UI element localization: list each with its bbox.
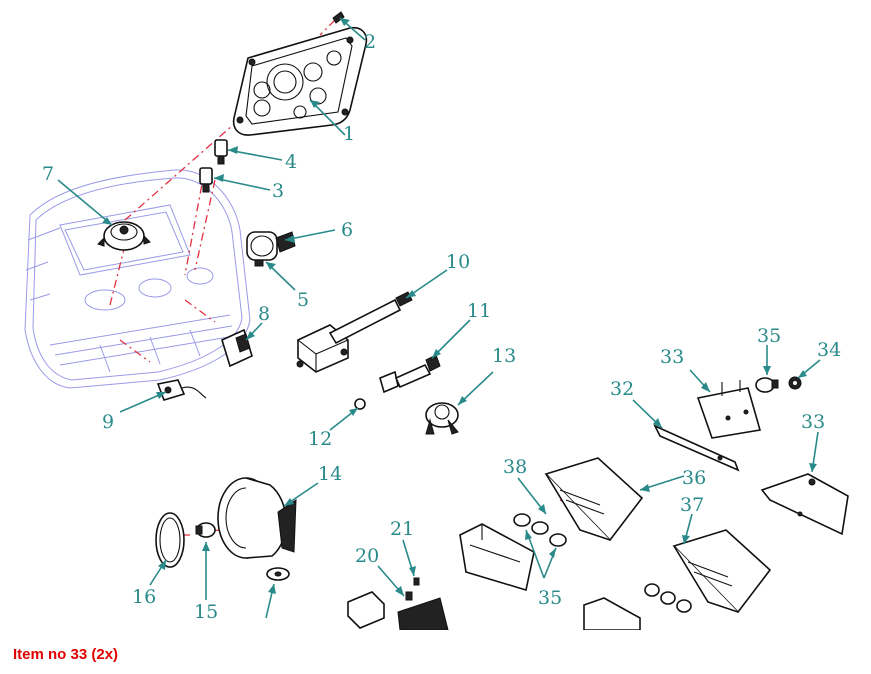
- part-lamp-housing-37: [672, 529, 772, 614]
- callout-38: 38: [503, 456, 527, 478]
- callout-labels: 1 2 3 4 5 6 7 8 9 10 11 12 13 14 15 16 2…: [42, 31, 841, 623]
- part-screw: [332, 11, 345, 24]
- part-bulb-15: [195, 522, 216, 538]
- callout-35-upper: 35: [757, 325, 781, 347]
- callout-8: 8: [258, 303, 270, 325]
- callout-32: 32: [610, 378, 634, 400]
- leader-lines: [57, 17, 821, 619]
- part-sensor-cable: [354, 354, 441, 410]
- callout-14: 14: [318, 463, 342, 485]
- callout-33-lower: 33: [801, 411, 825, 433]
- part-bulbs-lower-right: [644, 583, 692, 613]
- part-lamp-housing-36: [544, 457, 644, 542]
- callout-35-lower: 35: [538, 587, 562, 609]
- callout-12: 12: [308, 428, 332, 450]
- part-lens-ring: [155, 512, 185, 568]
- callout-4: 4: [285, 151, 297, 173]
- part-lamp-bracket-upper: [696, 380, 762, 439]
- callout-3: 3: [272, 180, 284, 202]
- part-lamp-bracket-lower: [760, 473, 849, 536]
- part-bracket-strip: [653, 424, 740, 472]
- callout-7: 7: [42, 163, 54, 185]
- part-switch-block: [347, 577, 449, 630]
- part-connector-9: [156, 379, 207, 401]
- dash-housing: [24, 169, 251, 389]
- callout-16: 16: [132, 586, 156, 608]
- part-lamp-holder: [425, 402, 459, 435]
- callout-5: 5: [297, 289, 309, 311]
- callout-1: 1: [343, 123, 355, 145]
- callout-11: 11: [467, 300, 491, 322]
- part-flasher-relay: [296, 291, 413, 373]
- part-rocker-switch: [221, 328, 253, 368]
- callout-10: 10: [446, 251, 470, 273]
- part-bulbs-38: [513, 513, 567, 547]
- part-bulb-holder-3: [199, 167, 213, 193]
- callout-13: 13: [492, 345, 516, 367]
- part-headlight-body: [217, 477, 297, 559]
- part-lamp-lens-box: [459, 523, 535, 592]
- callout-36: 36: [682, 467, 706, 489]
- item-caption: Item no 33 (2x): [13, 646, 119, 663]
- exploded-parts-diagram: 1 2 3 4 5 6 7 8 9 10 11 12 13 14 15 16 2…: [24, 11, 849, 630]
- part-nut: [788, 376, 802, 390]
- callout-15: 15: [194, 601, 218, 623]
- part-rotary-switch: [97, 221, 151, 251]
- callout-37: 37: [680, 494, 704, 516]
- callout-2: 2: [364, 31, 376, 53]
- part-ignition-switch: [246, 231, 296, 267]
- part-washer: [266, 567, 290, 581]
- callout-21: 21: [390, 518, 414, 540]
- part-bulb-35-upper: [755, 377, 779, 393]
- part-instrument-cluster: [232, 26, 368, 136]
- callout-34: 34: [817, 339, 841, 361]
- part-bulb-holder-4: [214, 139, 228, 165]
- callout-33-upper: 33: [660, 346, 684, 368]
- part-lamp-lens-box-bottom: [583, 597, 641, 630]
- callout-20: 20: [355, 545, 379, 567]
- callout-9: 9: [102, 411, 114, 433]
- callout-6: 6: [341, 219, 353, 241]
